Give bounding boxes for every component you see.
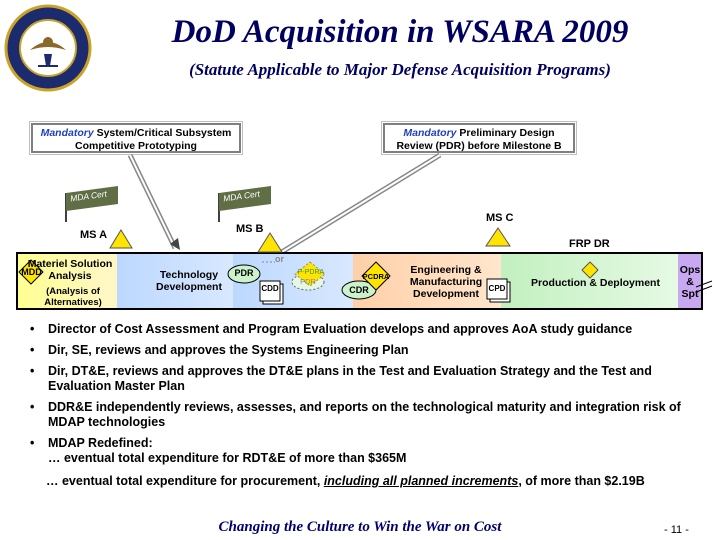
ms-a-triangle: [109, 229, 133, 249]
frp-dr-diamond: [581, 261, 599, 279]
pdr-label-2: PDR: [300, 277, 316, 286]
td-label: Technology Development: [156, 269, 222, 293]
footer-tagline: Changing the Culture to Win the War on C…: [218, 519, 502, 535]
page-title: DoD Acquisition in WSARA 2009: [171, 14, 629, 50]
emd-label: Engineering & Manufacturing Development: [409, 264, 483, 300]
cdd-label: CDD: [261, 284, 279, 293]
mdd-label: MDD: [21, 267, 42, 277]
p-pdra-diamond: [294, 261, 326, 287]
pcdra-diamond: [361, 261, 391, 291]
pd-label: Production & Deployment: [531, 277, 660, 289]
ms-b-label: MS B: [236, 223, 264, 235]
cdr-label: CDR: [349, 285, 369, 295]
cpd-label: CPD: [488, 284, 506, 293]
callout-arrow-left: [127, 153, 180, 250]
bullet-item: •Dir, SE, reviews and approves the Syste…: [30, 343, 409, 357]
ops-label: Ops & Spt: [679, 264, 701, 300]
page-subtitle: (Statute Applicable to Major Defense Acq…: [189, 60, 611, 79]
frp-dr-label: FRP DR: [569, 238, 610, 250]
cpd-document: [486, 278, 511, 303]
phase-band-border: [16, 252, 703, 310]
callout-prototyping: Mandatory System/Critical Subsystem Comp…: [29, 121, 243, 155]
ms-c-triangle: [485, 227, 511, 247]
bullet-item-mdap: •MDAP Redefined:… eventual total expendi…: [30, 436, 407, 465]
mdap-line-2: … eventual total expenditure for procure…: [46, 474, 645, 488]
mdd-diamond: [18, 259, 44, 285]
callout-text: System/Critical Subsystem Competitive Pr…: [75, 127, 232, 152]
navy-seal-logo: [4, 4, 92, 92]
page-number: - 11 -: [664, 524, 689, 536]
p-pdra-label: P-PDRA: [297, 269, 325, 276]
bullet-item: •Dir, DT&E, reviews and approves the DT&…: [30, 364, 652, 393]
mandatory-label: Mandatory: [40, 127, 94, 139]
pdr-label-1: PDR: [234, 268, 254, 278]
pdr-ellipse-1: [227, 264, 261, 284]
mda-cert-flag-2: [218, 186, 271, 222]
ms-a-label: MS A: [80, 229, 108, 241]
mda-cert-flag-1: [65, 186, 118, 222]
cdd-document: [259, 280, 284, 305]
ms-c-label: MS C: [486, 212, 514, 224]
acquisition-diagram: [16, 152, 713, 310]
bullet-item: •Director of Cost Assessment and Program…: [30, 322, 633, 336]
bullet-list: •Director of Cost Assessment and Program…: [28, 322, 708, 489]
msa-title: Materiel Solution Analysis: [27, 258, 113, 282]
mandatory-label: Mandatory: [403, 127, 457, 139]
callout-arrow-right: [268, 152, 442, 262]
or-label: or: [275, 254, 284, 264]
phase-td-bg: [117, 253, 233, 309]
callout-pdr: Mandatory Preliminary Design Review (PDR…: [381, 121, 577, 155]
callout-text: Preliminary Design Review (PDR) before M…: [396, 127, 562, 152]
pcdra-label: PCDRA: [362, 272, 390, 281]
msa-subtitle: (Analysis of Alternatives): [44, 286, 102, 308]
phase-ops-bg: [678, 253, 702, 309]
ms-b-triangle: [257, 232, 283, 253]
bullet-item: •DDR&E independently reviews, assesses, …: [30, 400, 681, 429]
